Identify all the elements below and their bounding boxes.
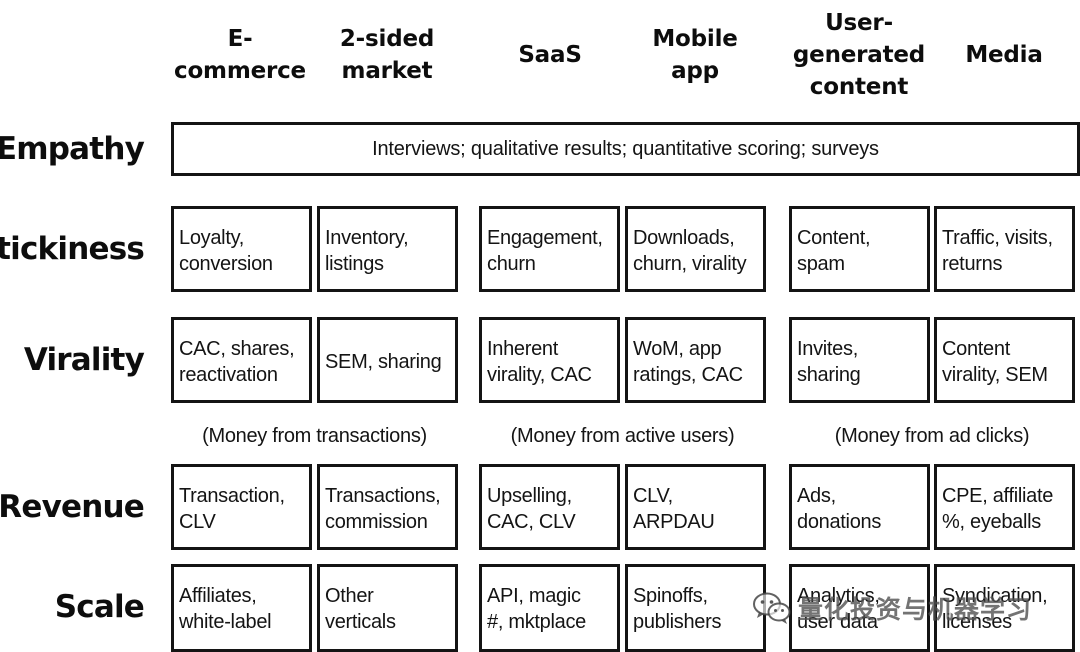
stickiness-cell-ecommerce: Loyalty, conversion [171, 206, 312, 292]
row-label-virality: Virality [23, 342, 145, 378]
row-label-stickiness: Stickiness [0, 231, 145, 267]
column-header-ecommerce: E- commerce [174, 26, 306, 84]
watermark-text: 量化投资与机器学习 [798, 595, 1033, 624]
column-header-mobile-app: Mobile app [652, 26, 738, 84]
column-header-saas: SaaS [518, 42, 582, 68]
stickiness-cell-two-sided-market: Inventory, listings [317, 206, 458, 292]
stickiness-cell-saas: Engagement, churn [479, 206, 620, 292]
revenue-cell-mobile-app: CLV, ARPDAU [625, 464, 766, 550]
revenue-cell-two-sided-market: Transactions, commission [317, 464, 458, 550]
column-header-media: Media [965, 42, 1043, 68]
stickiness-cell-mobile-app: Downloads, churn, virality [625, 206, 766, 292]
group-note-active-users: (Money from active users) [510, 424, 735, 447]
revenue-cell-ecommerce: Transaction, CLV [171, 464, 312, 550]
empathy-cell: Interviews; qualitative results; quantit… [171, 122, 1080, 176]
scale-cell-media: Syndication, licenses [934, 564, 1075, 652]
row-label-revenue: Revenue [0, 489, 145, 525]
row-label-scale: Scale [54, 589, 145, 625]
revenue-cell-ugc: Ads, donations [789, 464, 930, 550]
scale-cell-mobile-app: Spinoffs, publishers [625, 564, 766, 652]
scale-cell-ecommerce: Affiliates, white-label [171, 564, 312, 652]
virality-cell-two-sided-market: SEM, sharing [317, 317, 458, 403]
column-header-ugc: User- generated content [792, 10, 926, 100]
scale-cell-saas: API, magic #, mktplace [479, 564, 620, 652]
stickiness-cell-media: Traffic, visits, returns [934, 206, 1075, 292]
group-note-transactions: (Money from transactions) [202, 424, 427, 447]
virality-cell-ecommerce: CAC, shares, reactivation [171, 317, 312, 403]
row-label-empathy: Empathy [0, 131, 145, 167]
wechat-icon [753, 592, 791, 624]
revenue-cell-media: CPE, affiliate %, eyeballs [934, 464, 1075, 550]
group-note-ad-clicks: (Money from ad clicks) [834, 424, 1030, 447]
virality-cell-mobile-app: WoM, app ratings, CAC [625, 317, 766, 403]
scale-cell-ugc: Analytics, user data [789, 564, 930, 652]
watermark: 量化投资与机器学习 [752, 586, 1072, 630]
virality-cell-saas: Inherent virality, CAC [479, 317, 620, 403]
scale-cell-two-sided-market: Other verticals [317, 564, 458, 652]
stickiness-cell-ugc: Content, spam [789, 206, 930, 292]
column-header-two-sided-market: 2-sided market [339, 26, 435, 84]
virality-cell-media: Content virality, SEM [934, 317, 1075, 403]
virality-cell-ugc: Invites, sharing [789, 317, 930, 403]
revenue-cell-saas: Upselling, CAC, CLV [479, 464, 620, 550]
